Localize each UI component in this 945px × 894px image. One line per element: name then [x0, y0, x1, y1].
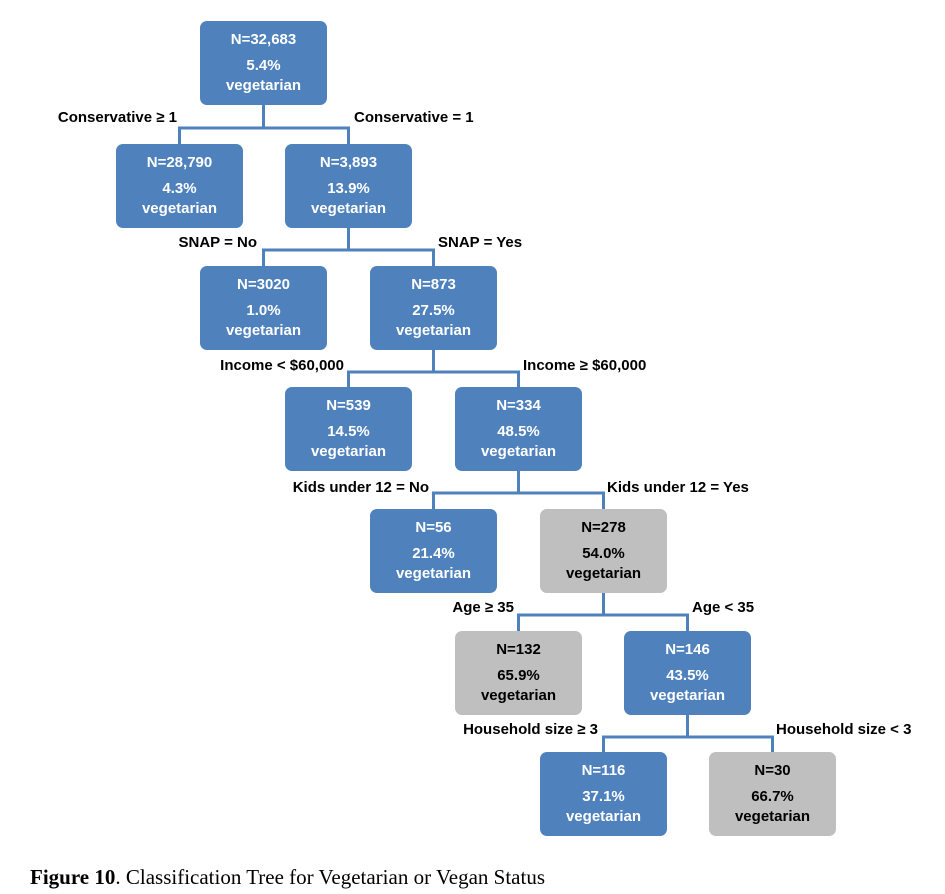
classification-tree: N=32,683 5.4% vegetarian N=28,790 4.3% v… — [57, 21, 912, 836]
tree-node: N=56 21.4% vegetarian — [370, 509, 497, 593]
caption-text: . Classification Tree for Vegetarian or … — [115, 865, 546, 889]
node-count: N=132 — [496, 641, 541, 658]
node-label: vegetarian — [225, 322, 302, 339]
node-label: vegetarian — [480, 687, 557, 704]
tree-node-root: N=32,683 5.4% vegetarian — [200, 21, 327, 105]
tree-node: N=278 54.0% vegetarian — [540, 509, 667, 593]
node-count: N=3020 — [237, 276, 290, 293]
node-label: vegetarian — [310, 443, 387, 460]
tree-node: N=30 66.7% vegetarian — [709, 752, 836, 836]
split-label-right: Age < 35 — [692, 599, 755, 616]
node-percent: 27.5% — [412, 302, 455, 319]
split-label-left: Kids under 12 = No — [292, 479, 429, 496]
node-label: vegetarian — [565, 565, 642, 582]
node-percent: 48.5% — [497, 423, 540, 440]
node-percent: 4.3% — [162, 180, 197, 197]
node-count: N=32,683 — [230, 31, 297, 48]
node-count: N=146 — [665, 641, 710, 658]
tree-node: N=873 27.5% vegetarian — [370, 266, 497, 350]
tree-node: N=28,790 4.3% vegetarian — [116, 144, 243, 228]
tree-node: N=334 48.5% vegetarian — [455, 387, 582, 471]
tree-node: N=3020 1.0% vegetarian — [200, 266, 327, 350]
node-percent: 43.5% — [666, 667, 709, 684]
node-label: vegetarian — [734, 808, 811, 825]
node-percent: 54.0% — [582, 545, 625, 562]
node-percent: 1.0% — [246, 302, 281, 319]
tree-node: N=539 14.5% vegetarian — [285, 387, 412, 471]
node-label: vegetarian — [649, 687, 726, 704]
node-count: N=116 — [581, 762, 626, 779]
node-label: vegetarian — [565, 808, 642, 825]
figure-label: Figure 10 — [30, 865, 116, 889]
split-label-right: Kids under 12 = Yes — [607, 479, 749, 496]
split-label-left: Age ≥ 35 — [452, 599, 514, 616]
node-count: N=56 — [415, 519, 452, 536]
split-label-right: SNAP = Yes — [438, 234, 523, 251]
node-count: N=30 — [754, 762, 791, 779]
split-label-right: Income ≥ $60,000 — [523, 357, 647, 374]
node-label: vegetarian — [395, 322, 472, 339]
split-label-left: SNAP = No — [178, 234, 258, 251]
split-label-left: Conservative ≥ 1 — [57, 109, 177, 126]
tree-node: N=3,893 13.9% vegetarian — [285, 144, 412, 228]
node-label: vegetarian — [395, 565, 472, 582]
split-label-left: Income < $60,000 — [220, 357, 344, 374]
node-percent: 37.1% — [582, 788, 625, 805]
node-count: N=278 — [581, 519, 626, 536]
node-count: N=28,790 — [146, 154, 213, 171]
node-count: N=334 — [496, 397, 541, 414]
node-label: vegetarian — [141, 200, 218, 217]
tree-node: N=132 65.9% vegetarian — [455, 631, 582, 715]
node-percent: 21.4% — [412, 545, 455, 562]
node-label: vegetarian — [225, 77, 302, 94]
split-label-right: Conservative = 1 — [354, 109, 474, 126]
split-label-left: Household size ≥ 3 — [463, 721, 598, 738]
node-percent: 5.4% — [246, 57, 281, 74]
node-count: N=3,893 — [319, 154, 378, 171]
figure-caption: Figure 10. Classification Tree for Veget… — [30, 864, 545, 890]
split-label-right: Household size < 3 — [776, 721, 912, 738]
node-percent: 65.9% — [497, 667, 540, 684]
tree-node: N=146 43.5% vegetarian — [624, 631, 751, 715]
node-percent: 13.9% — [327, 180, 370, 197]
node-percent: 14.5% — [327, 423, 370, 440]
connector-lines — [178, 103, 774, 754]
node-label: vegetarian — [480, 443, 557, 460]
node-label: vegetarian — [310, 200, 387, 217]
node-count: N=873 — [411, 276, 456, 293]
tree-node: N=116 37.1% vegetarian — [540, 752, 667, 836]
node-count: N=539 — [326, 397, 371, 414]
node-percent: 66.7% — [751, 788, 794, 805]
